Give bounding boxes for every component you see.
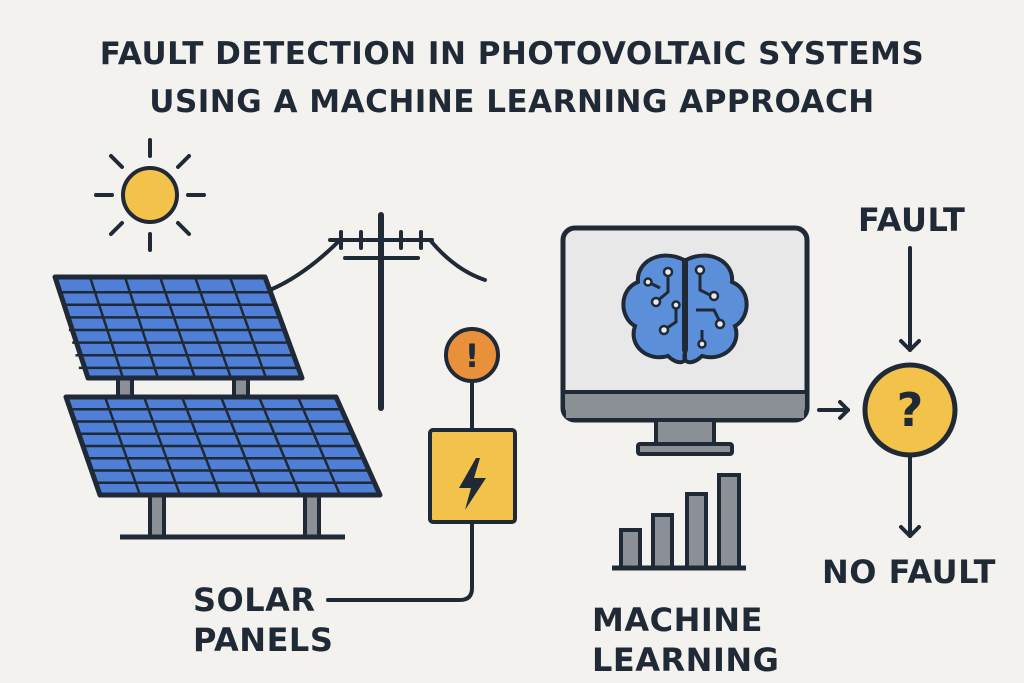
ml-label-line-1: MACHINE	[592, 601, 763, 639]
alert-glyph: !	[465, 337, 480, 375]
sun-icon	[94, 138, 206, 252]
arrow-icon	[817, 246, 921, 538]
ml-label-line-2: LEARNING	[592, 641, 780, 679]
power-pole-icon	[268, 212, 487, 411]
solar-label-line-1: SOLAR	[193, 581, 316, 619]
solar-panel-icon	[63, 394, 383, 540]
title-line-2: USING A MACHINE LEARNING APPROACH	[149, 84, 875, 120]
brain-icon	[621, 253, 749, 365]
lightning-box-icon	[428, 428, 517, 524]
no-fault-label: NO FAULT	[822, 553, 996, 591]
bar-chart-icon	[612, 473, 746, 571]
solar-label-line-2: PANELS	[193, 621, 334, 659]
title-line-1: FAULT DETECTION IN PHOTOVOLTAIC SYSTEMS	[99, 36, 925, 72]
question-glyph: ?	[897, 383, 924, 437]
solar-panels-label: SOLAR PANELS	[193, 580, 333, 660]
fault-label: FAULT	[858, 201, 966, 239]
machine-learning-label: MACHINE LEARNING	[592, 600, 779, 680]
alert-icon: !	[444, 327, 500, 383]
solar-panel-icon	[52, 274, 305, 405]
question-icon: ?	[862, 362, 958, 458]
page-title: FAULT DETECTION IN PHOTOVOLTAIC SYSTEMS …	[0, 30, 1024, 126]
connector-wire	[326, 381, 474, 602]
